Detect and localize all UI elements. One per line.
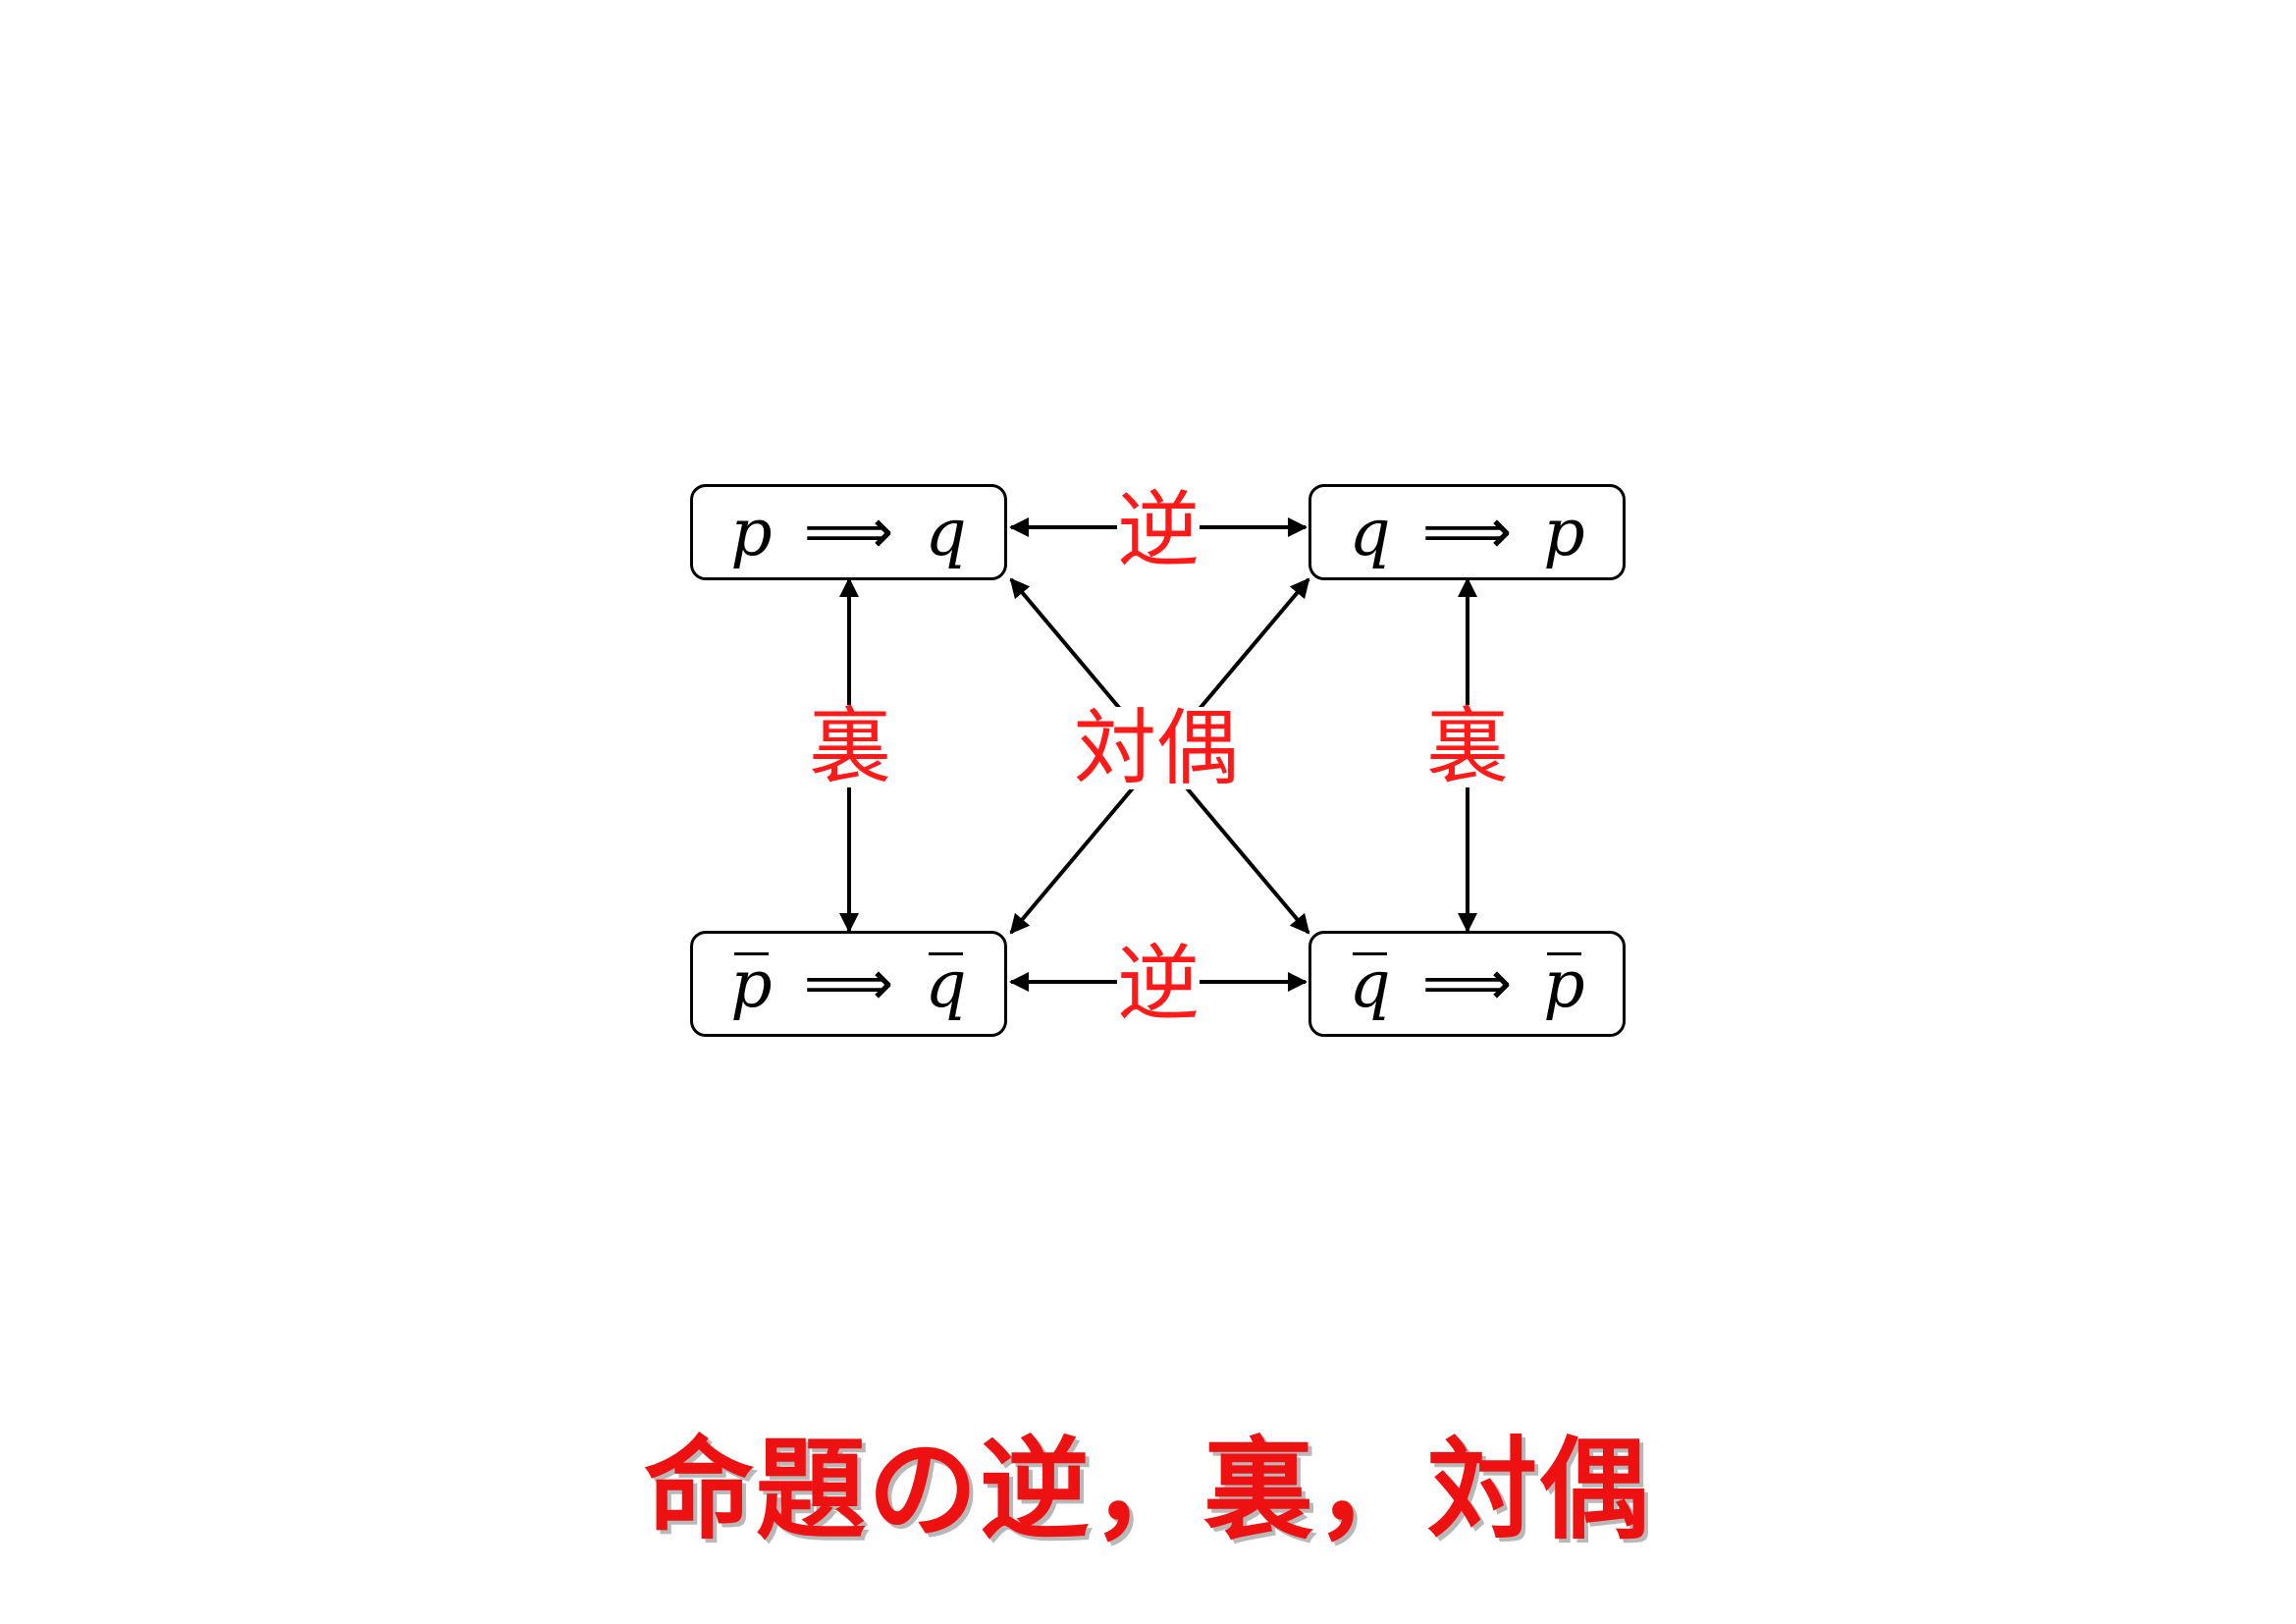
converse-left-var: q [1349,494,1391,570]
inverse-label-right: 裏 [1425,698,1510,794]
contrapositive-left-var: q [1349,946,1391,1022]
proposition-original-box: p ⟹ q [690,484,1007,580]
implies-symbol: ⟹ [1421,496,1513,568]
proposition-converse-box: q ⟹ p [1308,484,1626,580]
proposition-contrapositive-box: q ⟹ p [1308,931,1626,1037]
original-left-var: p [730,494,773,570]
contrapositive-right-var: p [1543,946,1585,1022]
implies-symbol: ⟹ [803,496,894,568]
proposition-inverse-box: p ⟹ q [690,931,1007,1037]
converse-label-top: 逆 [1116,482,1201,578]
inverse-left-var: p [730,946,773,1022]
contrapositive-label: 対偶 [1073,700,1240,796]
inverse-label-left: 裏 [808,698,892,794]
implies-symbol: ⟹ [803,947,894,1020]
converse-right-var: p [1543,494,1585,570]
page-title: 命題の逆，裏，対偶 [644,1427,1651,1554]
converse-label-bottom: 逆 [1116,936,1201,1032]
original-right-var: q [925,494,967,570]
inverse-right-var: q [925,946,967,1022]
implies-symbol: ⟹ [1421,947,1513,1020]
